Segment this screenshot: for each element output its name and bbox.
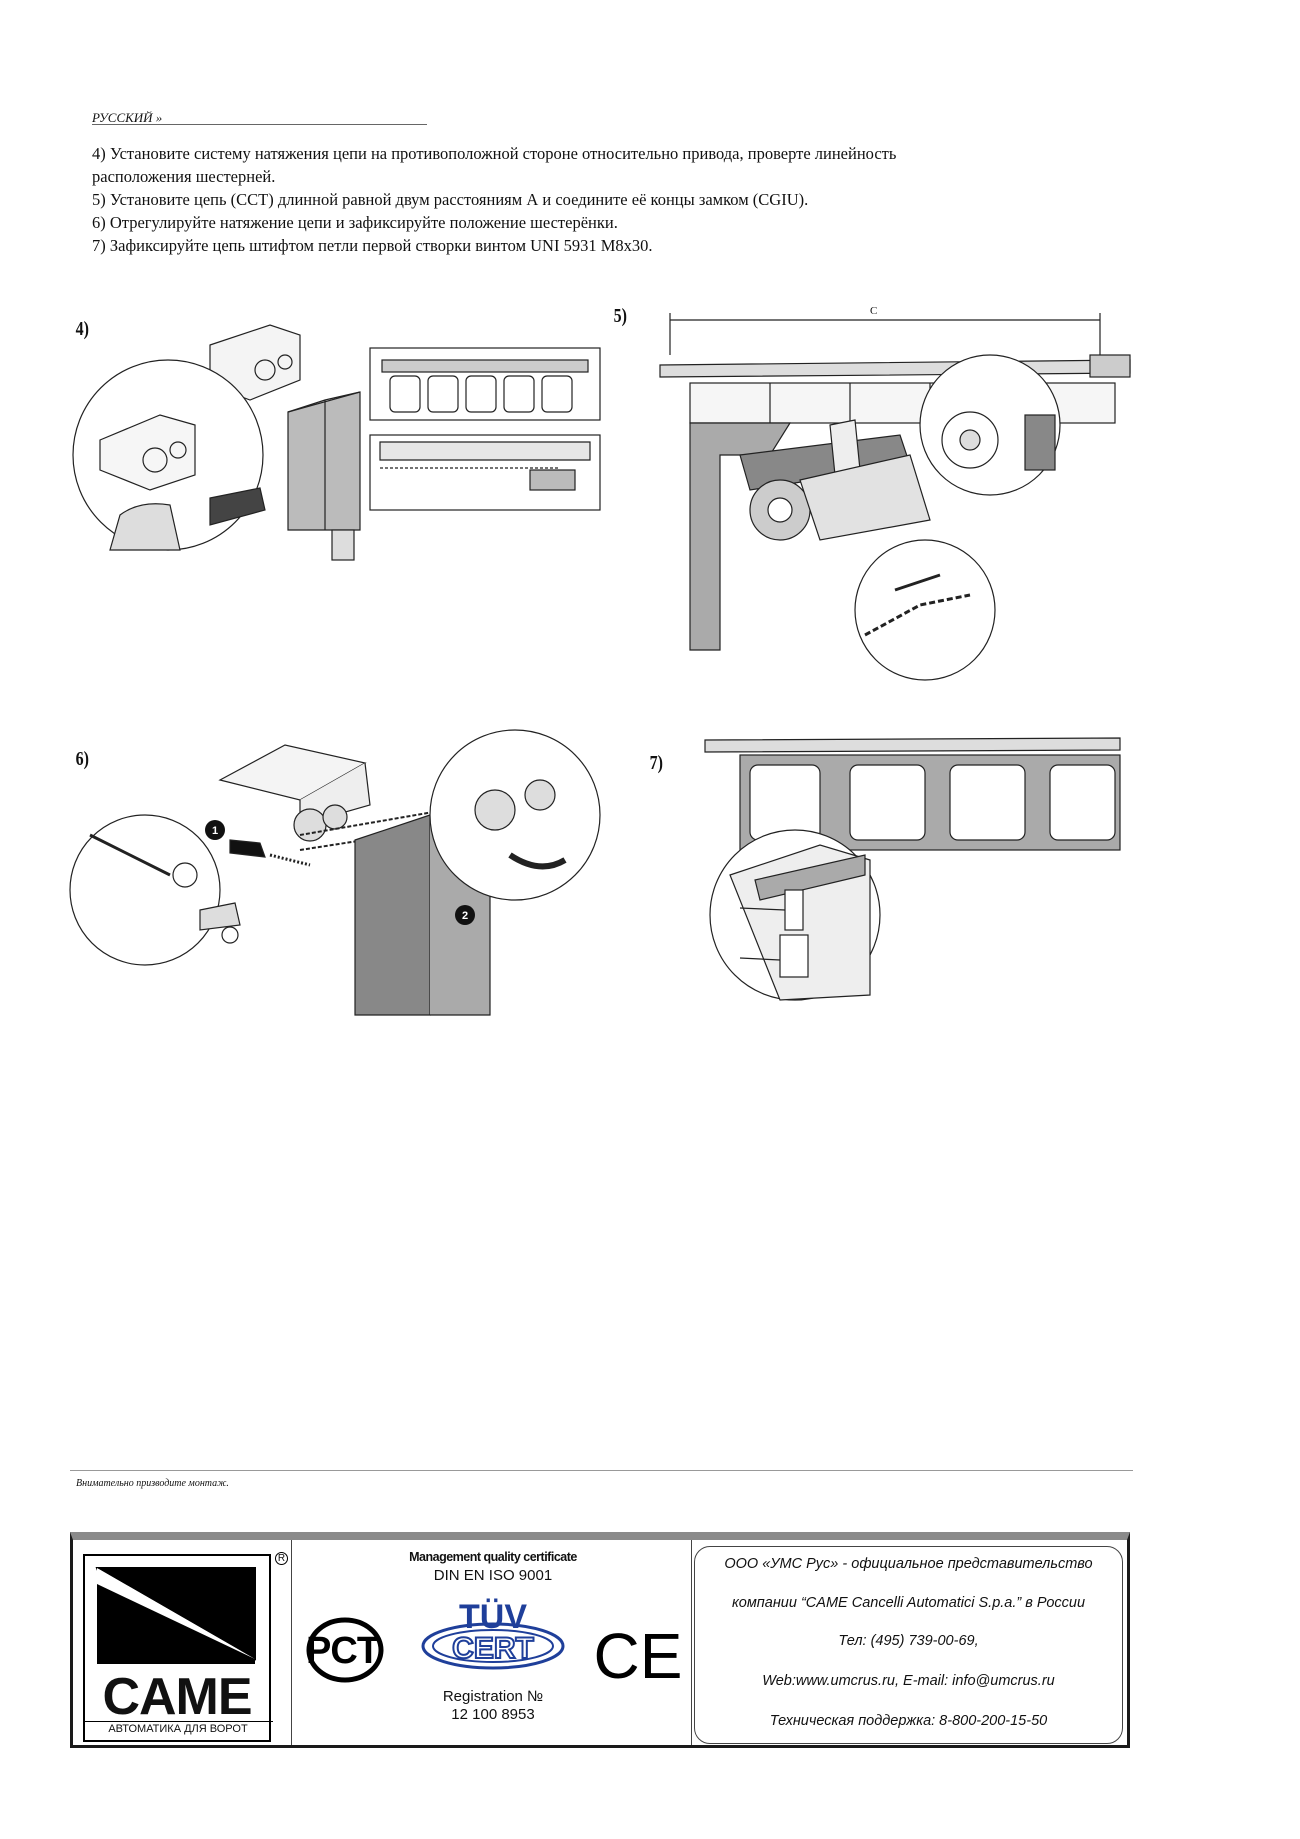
instruction-step-7: 7) Зафиксируйте цепь штифтом петли перво…: [92, 236, 653, 255]
figure-6-label: 6): [75, 748, 90, 770]
gost-certification-icon: РСТ: [306, 1617, 384, 1683]
tuv-cert-icon: TÜV CERT: [421, 1598, 565, 1670]
instruction-step-5: 5) Установите цепь (CCT) длинной равной …: [92, 190, 809, 209]
footer-rule: [70, 1470, 1133, 1471]
instruction-step-6: 6) Отрегулируйте натяжение цепи и зафикс…: [92, 213, 618, 232]
figure-6-illustration: 1 2: [69, 729, 601, 1016]
tuv-bottom-text: CERT: [452, 1632, 534, 1665]
contact-representation: компании “CAME Cancelli Automatici S.p.a…: [731, 1595, 1086, 1611]
figure-6-callout-1: 1: [212, 825, 218, 837]
instruction-step-4: 4) Установите систему натяжения цепи на …: [92, 144, 897, 186]
section-label: РУССКИЙ »: [92, 110, 163, 125]
registration-number: 12 100 8953: [451, 1706, 535, 1723]
ce-mark-text: CE: [594, 1620, 683, 1690]
contact-web-email: Web:www.umcrus.ru, E-mail: info@umcrus.r…: [762, 1673, 1055, 1689]
cert-title: Management quality certificate: [409, 1550, 577, 1564]
footer-banner: CAME АВТОМАТИКА ДЛЯ ВОРОТ R Management q…: [70, 1532, 1130, 1748]
figure-4-label: 4): [75, 318, 90, 340]
registration-label: Registration №: [442, 1688, 544, 1705]
footer-divider: [291, 1540, 292, 1745]
instruction-list: 4) Установите систему натяжения цепи на …: [92, 142, 952, 257]
came-logo: [83, 1554, 271, 1742]
section-rule: [92, 124, 427, 125]
registered-mark-icon: R: [275, 1552, 288, 1565]
contact-support: Техническая поддержка: 8-800-200-15-50: [769, 1713, 1048, 1729]
cert-standard: DIN EN ISO 9001: [433, 1567, 553, 1584]
figure-6-callout-2: 2: [462, 910, 468, 922]
figure-5-illustration: [659, 313, 1131, 681]
came-logo-wordmark: CAME: [102, 1668, 252, 1726]
contact-info-box: ООО «УМС Рус» - официальное представител…: [694, 1546, 1123, 1744]
ce-mark-icon: CE: [594, 1620, 683, 1690]
figure-5-dimension: C: [870, 305, 878, 317]
figure-7-illustration: [704, 737, 1121, 1001]
figure-4-illustration: [72, 324, 601, 561]
figure-5-label: 5): [613, 305, 628, 327]
tuv-top-text: TÜV: [459, 1598, 527, 1636]
footer-divider: [691, 1540, 692, 1745]
figure-7-label: 7): [649, 752, 664, 774]
footer-note: Внимательно призводите монтаж.: [76, 1478, 229, 1489]
gost-mark-text: РСТ: [306, 1630, 380, 1672]
contact-company: ООО «УМС Рус» - официальное представител…: [724, 1556, 1093, 1572]
contact-phone: Тел: (495) 739-00-69,: [838, 1633, 979, 1649]
came-logo-tagline: АВТОМАТИКА ДЛЯ ВОРОТ: [83, 1721, 273, 1735]
